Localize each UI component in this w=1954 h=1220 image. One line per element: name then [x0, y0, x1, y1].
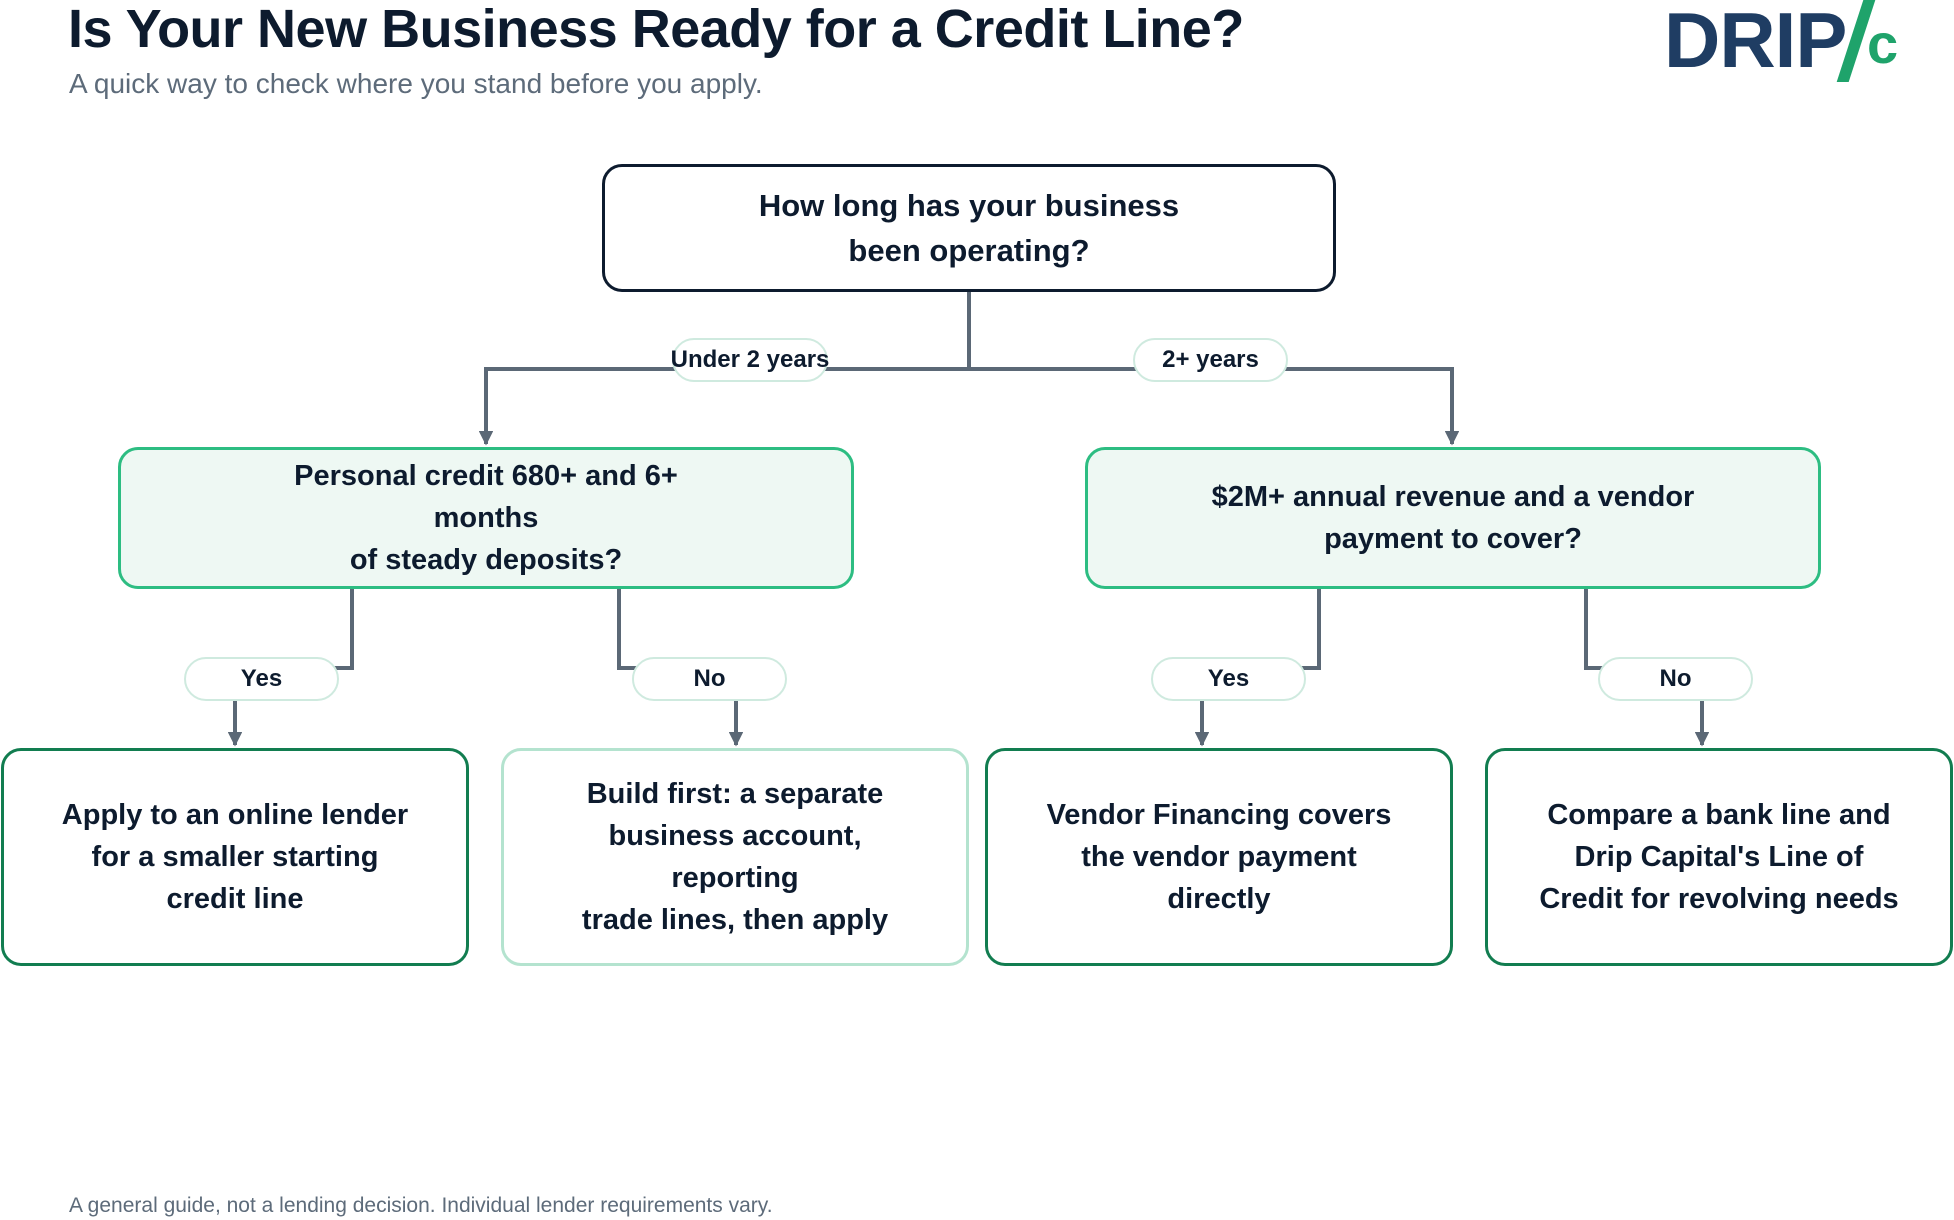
question-business-age: How long has your business been operatin…: [602, 164, 1336, 292]
question-annual-revenue: $2M+ annual revenue and a vendor payment…: [1085, 447, 1821, 589]
branch-label-right-no: No: [1598, 657, 1753, 701]
drip-capital-logo: DRIP c: [1662, 0, 1902, 84]
root-line-2: been operating?: [848, 233, 1090, 268]
question-personal-credit: Personal credit 680+ and 6+ months of st…: [118, 447, 854, 589]
outcome-line: Vendor Financing covers: [1046, 799, 1392, 831]
outcome-line: Credit for revolving needs: [1539, 883, 1899, 915]
branch-label-right-yes: Yes: [1151, 657, 1306, 701]
logo-c-mark: c: [1867, 12, 1899, 75]
left-question-line-1: Personal credit 680+ and 6+ months: [294, 460, 678, 534]
branch-label-left-yes: Yes: [184, 657, 339, 701]
disclaimer-footnote: A general guide, not a lending decision.…: [69, 1194, 773, 1217]
outcome-compare-lines: Compare a bank line and Drip Capital's L…: [1485, 748, 1953, 966]
outcome-line: business account, reporting: [608, 820, 862, 894]
outcome-line: for a smaller starting: [91, 841, 379, 873]
outcome-line: directly: [1167, 883, 1271, 915]
page-subtitle: A quick way to check where you stand bef…: [69, 68, 763, 99]
page-title: Is Your New Business Ready for a Credit …: [68, 0, 1244, 59]
logo-wordmark: DRIP: [1664, 0, 1847, 84]
right-question-line-1: $2M+ annual revenue and a vendor: [1211, 481, 1695, 513]
connector-2-plus-years: [969, 367, 1460, 446]
branch-label-left-no: No: [632, 657, 787, 701]
outcome-line: Build first: a separate: [586, 778, 884, 810]
branch-label-under-2-years: Under 2 years: [671, 338, 829, 382]
root-line-1: How long has your business: [758, 188, 1180, 223]
right-question-line-2: payment to cover?: [1324, 523, 1582, 555]
branch-label-2-plus-years: 2+ years: [1133, 338, 1288, 382]
left-question-line-2: of steady deposits?: [349, 544, 623, 576]
outcome-line: the vendor payment: [1081, 841, 1357, 873]
outcome-line: Compare a bank line and: [1547, 799, 1891, 831]
outcome-vendor-financing: Vendor Financing covers the vendor payme…: [985, 748, 1453, 966]
outcome-build-first: Build first: a separate business account…: [501, 748, 969, 966]
outcome-line: credit line: [166, 883, 304, 915]
outcome-online-lender: Apply to an online lender for a smaller …: [1, 748, 469, 966]
outcome-line: Apply to an online lender: [61, 799, 409, 831]
outcome-line: Drip Capital's Line of: [1574, 841, 1864, 873]
outcome-line: trade lines, then apply: [581, 904, 889, 936]
